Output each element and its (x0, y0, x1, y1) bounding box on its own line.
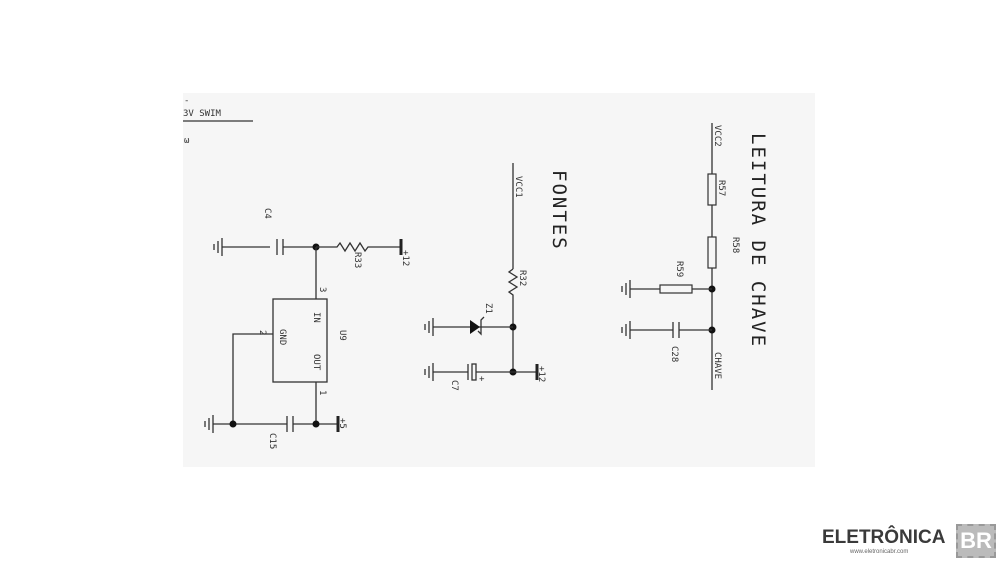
pin-3: 3 (317, 287, 327, 292)
resistor-r57 (707, 173, 717, 206)
logo-url: www.eletronicabr.com (850, 549, 909, 555)
label-supply-12: +12 (400, 250, 410, 266)
label-vcc2: VCC2 (712, 125, 722, 147)
resistor-r33 (316, 241, 400, 253)
resistor-r58 (707, 236, 717, 269)
label-z1: Z1 (483, 303, 493, 314)
header-dash: - (184, 96, 189, 106)
c7-polarity: + (476, 376, 486, 382)
pin-in-label: IN (311, 312, 321, 323)
resistor-r32 (507, 268, 519, 372)
logo-text: ELETRÔNICA (822, 527, 946, 548)
label-r32: R32 (517, 270, 527, 286)
pin-2: 2 (257, 330, 267, 335)
label-c28: C28 (669, 346, 679, 362)
title-fontes: FONTES (548, 170, 570, 251)
label-c7: C7 (449, 380, 459, 391)
label-r59: R59 (674, 261, 684, 277)
junction (312, 420, 320, 428)
label-r57: R57 (716, 180, 726, 196)
resistor-r59 (659, 284, 693, 294)
capacitor-c7 (467, 363, 537, 381)
label-supply-12b: +12 (536, 366, 546, 382)
header-tail: ω (184, 136, 190, 146)
zener-diode-z1 (470, 316, 485, 336)
label-c4: C4 (262, 208, 272, 219)
capacitor-c4 (276, 239, 316, 255)
pin-1: 1 (317, 390, 327, 395)
label-vcc1: VCC1 (513, 176, 523, 198)
label-c15: C15 (267, 433, 277, 449)
ground-icon (213, 238, 270, 256)
capacitor-c28 (672, 322, 712, 338)
regulator-u9 (272, 298, 328, 383)
title-leitura-de-chave: LEITURA DE CHAVE (747, 133, 769, 348)
ground-icon (621, 321, 673, 339)
label-r33: R33 (352, 252, 362, 268)
eletronicabr-logo: ELETRÔNICA www.eletronicabr.com BR (822, 524, 1000, 562)
pin-gnd-label: GND (277, 329, 287, 345)
label-r58: R58 (730, 237, 740, 253)
schematic-sheet (183, 93, 815, 467)
ground-icon (204, 415, 287, 433)
label-supply-5: +5 (337, 418, 347, 429)
junction (229, 420, 237, 428)
logo-chip-badge: BR (956, 524, 996, 558)
label-u9: U9 (337, 330, 347, 341)
ground-icon (424, 363, 468, 381)
pin-out-label: OUT (311, 354, 321, 371)
label-chave: CHAVE (712, 352, 722, 379)
header-title: 3V SWIM (183, 109, 222, 119)
